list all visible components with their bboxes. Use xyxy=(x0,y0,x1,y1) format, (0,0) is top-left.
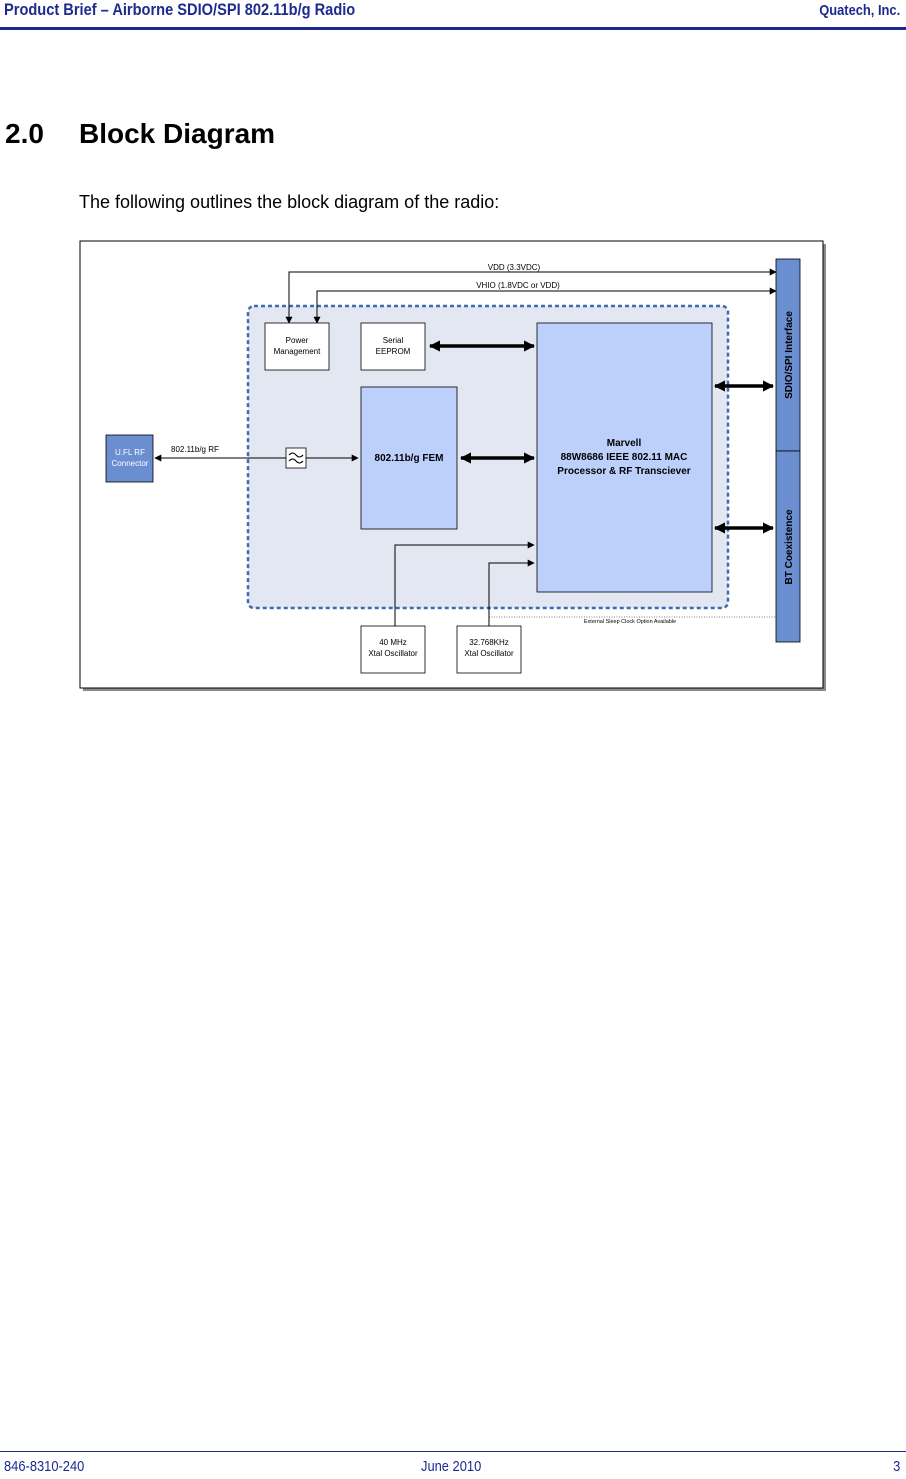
fem-block xyxy=(360,386,458,530)
serial-eeprom-block xyxy=(360,322,426,371)
power-management-label-1: Power xyxy=(286,336,309,345)
rf-label: 802.11b/g RF xyxy=(171,445,219,454)
xtal-40mhz-block xyxy=(360,625,426,674)
bt-coexistence-block xyxy=(775,450,801,643)
footer-divider xyxy=(0,1451,906,1452)
serial-eeprom-label-1: Serial xyxy=(383,336,404,345)
marvell-block xyxy=(536,322,713,593)
vhio-label: VHIO (1.8VDC or VDD) xyxy=(476,281,560,290)
section-number: 2.0 xyxy=(5,118,44,149)
fem-label: 802.11b/g FEM xyxy=(375,453,444,464)
sleep-clock-note: External Sleep Clock Option Available xyxy=(584,619,676,625)
footer-doc-number: 846-8310-240 xyxy=(4,1458,85,1475)
marvell-label-1: Marvell xyxy=(607,438,642,449)
sdio-interface-block xyxy=(775,258,801,452)
ufl-connector-label-2: Connector xyxy=(112,459,149,468)
marvell-label-3: Processor & RF Transciever xyxy=(557,466,691,477)
vdd-line xyxy=(285,268,777,324)
xtal-32khz-label-2: Xtal Oscillator xyxy=(464,649,514,658)
footer-page-number: 3 xyxy=(892,1458,900,1475)
sdio-interface-label: SDIO/SPI Interface xyxy=(784,311,795,399)
header-divider xyxy=(0,27,906,30)
xtal-40mhz-label-2: Xtal Oscillator xyxy=(368,649,418,658)
footer-date: June 2010 xyxy=(421,1458,482,1475)
clock-32khz-line xyxy=(488,559,535,626)
intro-text: The following outlines the block diagram… xyxy=(79,192,500,212)
xtal-32khz-label-1: 32.768KHz xyxy=(469,638,509,647)
header-title: Product Brief – Airborne SDIO/SPI 802.11… xyxy=(4,0,356,19)
filter-symbol xyxy=(288,452,304,464)
clock-40mhz-line xyxy=(394,541,535,626)
bt-coexistence-label: BT Coexistence xyxy=(784,509,795,584)
xtal-32khz-block xyxy=(456,625,522,674)
marvell-label-2: 88W8686 IEEE 802.11 MAC xyxy=(561,452,688,463)
section-title: Block Diagram xyxy=(79,118,276,149)
ufl-connector-block xyxy=(105,434,154,483)
header-company: Quatech, Inc. xyxy=(818,2,900,19)
power-management-block xyxy=(264,322,330,371)
block-diagram: VDD (3.3VDC) VHIO (1.8VDC or VDD) Power … xyxy=(79,240,826,691)
vhio-line xyxy=(313,287,777,324)
serial-eeprom-label-2: EEPROM xyxy=(376,347,411,356)
xtal-40mhz-label-1: 40 MHz xyxy=(379,638,407,647)
filter-icon xyxy=(285,447,307,469)
vdd-label: VDD (3.3VDC) xyxy=(488,263,541,272)
power-management-label-2: Management xyxy=(274,347,321,356)
ufl-connector-label-1: U.FL RF xyxy=(115,448,145,457)
